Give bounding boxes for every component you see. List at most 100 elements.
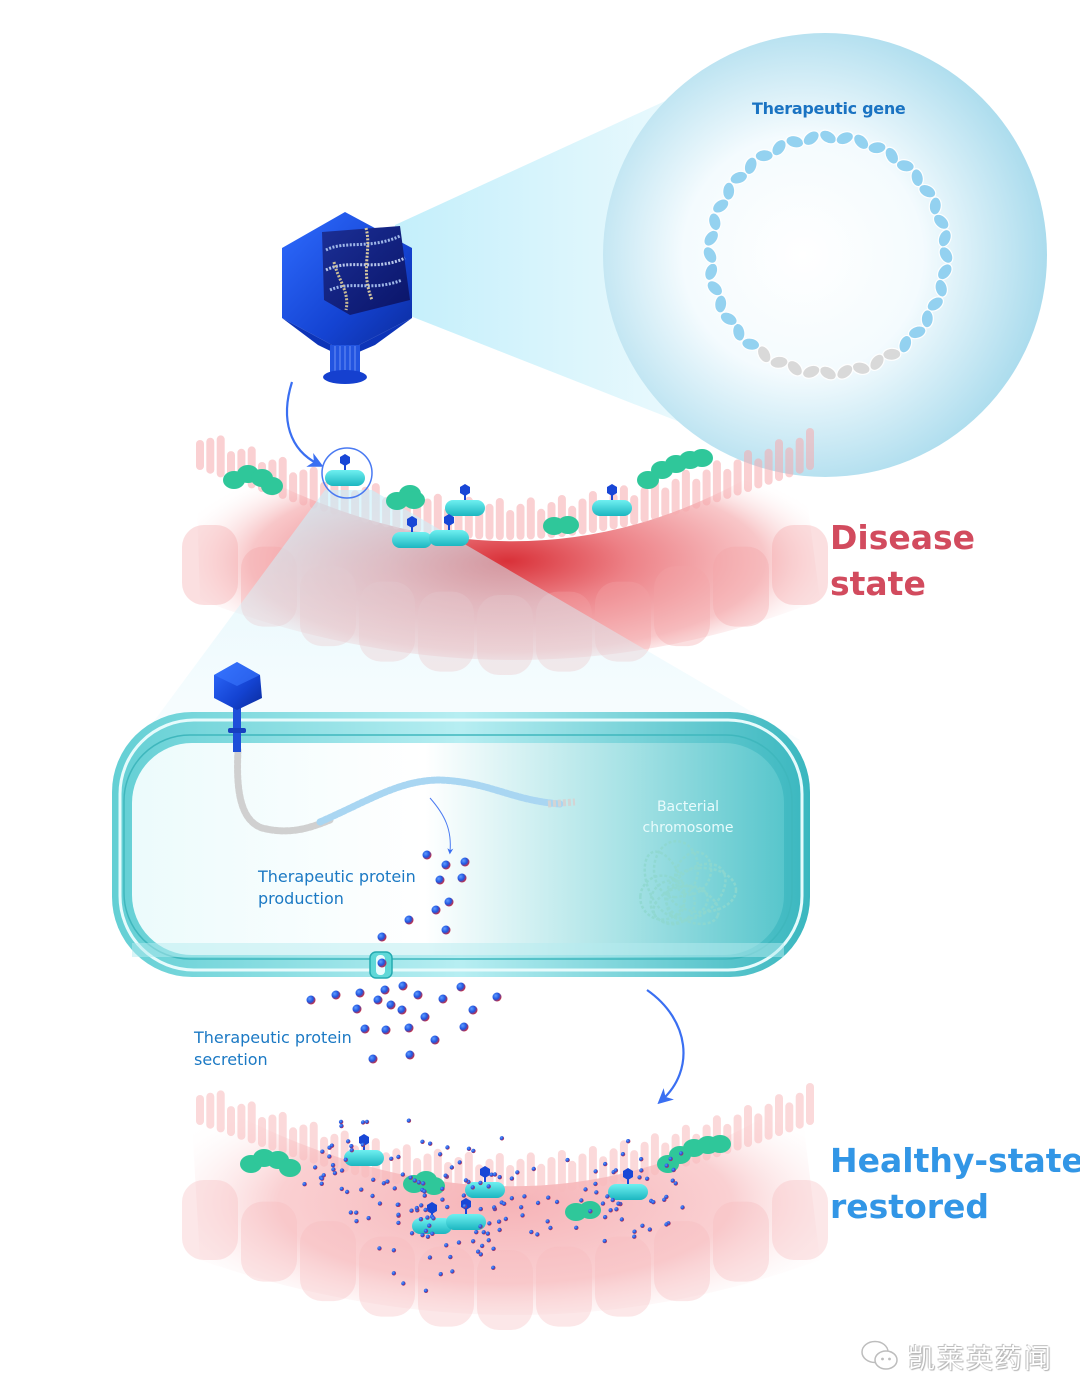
villus	[506, 510, 515, 540]
bacterium-rod	[446, 1214, 486, 1230]
villus	[289, 472, 298, 503]
epithelial-cell	[713, 546, 769, 627]
protein-particle	[476, 1249, 481, 1254]
protein-particle	[637, 1175, 642, 1180]
villus	[640, 486, 649, 523]
villus	[537, 508, 546, 539]
protein-particle	[430, 1035, 440, 1045]
label-therapeutic-gene: Therapeutic gene	[752, 99, 906, 118]
epithelial-cell	[595, 1236, 651, 1317]
protein-particle	[545, 1219, 550, 1224]
villus	[733, 1114, 742, 1151]
protein-particle	[422, 850, 432, 860]
bacterium-rod	[412, 1218, 452, 1234]
protein-particle	[428, 1141, 433, 1146]
protein-particle	[535, 1232, 540, 1237]
protein-particle	[448, 1254, 453, 1260]
villus	[278, 1111, 287, 1154]
wechat-icon	[861, 1340, 898, 1370]
protein-particle	[449, 1165, 455, 1170]
protein-particle	[345, 1189, 350, 1195]
villus	[744, 1105, 752, 1147]
gene-helix-segment	[928, 196, 942, 216]
gene-helix-segment	[932, 213, 950, 230]
magnify-cone-2	[140, 490, 800, 740]
phage-small	[623, 1168, 633, 1180]
villus	[795, 437, 804, 474]
phage-dna-strand	[325, 256, 406, 272]
proteins-secreted	[306, 981, 502, 1064]
protein-particle	[671, 1167, 676, 1173]
protein-particle	[339, 1123, 344, 1129]
tissue-healthy	[182, 1083, 828, 1330]
protein-particle	[673, 1181, 678, 1186]
villus	[775, 1094, 783, 1137]
villus	[744, 450, 752, 492]
villus	[712, 460, 721, 503]
gene-helix-segment	[743, 156, 758, 176]
protein-particle	[522, 1194, 527, 1199]
protein-particle	[593, 1181, 598, 1187]
protein-particle	[396, 1212, 401, 1218]
protein-particle	[444, 897, 454, 907]
villus	[661, 487, 670, 518]
protein-particle	[360, 1024, 370, 1034]
gene-helix-segment	[754, 149, 774, 163]
phage-small	[407, 516, 417, 528]
protein-particle	[605, 1194, 610, 1199]
protein-particle	[639, 1157, 644, 1162]
proteins-produced	[377, 850, 470, 968]
protein-particle	[381, 1025, 391, 1035]
gene-helix-segment	[937, 228, 952, 248]
commensal-coccus	[279, 1159, 301, 1177]
protein-particle	[349, 1148, 354, 1153]
villus	[506, 1165, 515, 1195]
protein-particle	[470, 1185, 475, 1190]
protein-particle	[360, 1120, 366, 1125]
protein-particle	[332, 1171, 338, 1176]
villus	[196, 440, 204, 470]
phage-small	[480, 1166, 490, 1178]
gene-helix-segment	[867, 141, 887, 155]
protein-particle	[565, 1157, 570, 1163]
commensal-coccus	[557, 516, 579, 534]
bacterium-rod	[429, 530, 469, 546]
bacterium-rod	[325, 470, 365, 486]
villus	[733, 459, 742, 496]
villus	[578, 1153, 587, 1190]
villus	[547, 1157, 556, 1193]
protein-particle	[450, 1269, 455, 1274]
expression-arrow	[429, 797, 454, 855]
protein-particle	[519, 1205, 524, 1210]
villus	[495, 498, 504, 540]
protein-particle	[503, 1216, 509, 1222]
protein-particle	[391, 1248, 397, 1253]
epithelial-cell	[713, 1201, 769, 1282]
villus	[516, 503, 525, 540]
protein-particle	[509, 1196, 515, 1201]
villus	[764, 448, 773, 485]
protein-particle	[391, 1271, 397, 1276]
gene-helix-segment	[741, 337, 761, 351]
protein-particle	[492, 1205, 497, 1210]
highlight-circle	[321, 447, 373, 499]
protein-particle	[485, 1231, 491, 1236]
protein-particle	[431, 1216, 436, 1221]
protein-particle	[430, 1231, 435, 1237]
epithelial-cell	[654, 566, 710, 647]
protein-particle	[679, 1151, 684, 1156]
villus	[206, 437, 215, 474]
protein-particle	[509, 1176, 515, 1181]
gene-helix-segment	[882, 347, 902, 361]
protein-particle	[438, 1152, 443, 1157]
protein-particle	[444, 1243, 449, 1248]
protein-particle	[421, 1181, 426, 1186]
villus	[268, 1114, 277, 1151]
villus	[806, 428, 814, 470]
injected-dna-grey	[234, 746, 334, 835]
phage-small	[427, 1202, 437, 1214]
protein-particle	[327, 1154, 332, 1159]
epithelial-cell	[772, 525, 828, 605]
villus	[723, 468, 732, 499]
